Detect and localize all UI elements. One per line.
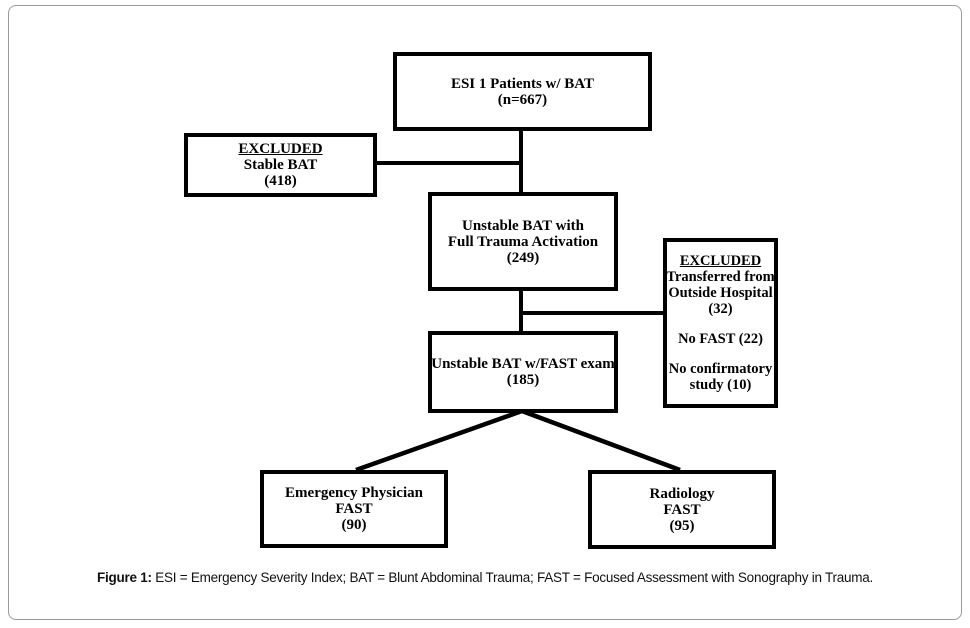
box-text-line: Unstable BAT with — [462, 217, 584, 234]
box-text-line: (32) — [708, 301, 733, 317]
box-text-line: Radiology — [649, 485, 715, 502]
figure-frame — [8, 5, 962, 620]
flowchart-box-excluded-stable: EXCLUDED Stable BAT (418) — [184, 133, 377, 197]
figure-caption-text: ESI = Emergency Severity Index; BAT = Bl… — [155, 570, 874, 585]
box-text-line: Outside Hospital — [668, 285, 773, 301]
box-text-line: (90) — [341, 517, 367, 533]
figure-caption-label: Figure 1: — [96, 570, 152, 585]
flowchart-box-emergency-physician-fast: Emergency Physician FAST (90) — [260, 470, 448, 548]
flowchart-box-radiology-fast: Radiology FAST (95) — [588, 470, 776, 549]
box-text-line: Transferred from — [666, 269, 775, 285]
box-text-line: FAST — [335, 501, 373, 517]
box-text-line: (95) — [669, 517, 695, 534]
figure-caption: Figure 1: ESI = Emergency Severity Index… — [0, 569, 970, 586]
flowchart-box-unstable-activation: Unstable BAT with Full Trauma Activation… — [428, 192, 618, 291]
box-text-line: study (10) — [689, 377, 752, 393]
flowchart-box-unstable-fast-exam: Unstable BAT w/FAST exam (185) — [428, 331, 618, 413]
box-title-excluded: EXCLUDED — [238, 141, 323, 157]
box-text-line: (249) — [506, 249, 540, 266]
flowchart-box-esi-patients: ESI 1 Patients w/ BAT (n=667) — [393, 52, 652, 131]
box-text-line: FAST — [663, 501, 701, 518]
box-text-line: (185) — [506, 372, 540, 388]
box-text-line: Full Trauma Activation — [447, 233, 599, 250]
box-text-line: Unstable BAT w/FAST exam — [431, 356, 615, 372]
box-text-line: (n=667) — [497, 91, 548, 108]
box-text-line: (418) — [264, 173, 297, 189]
box-text-line: No FAST (22) — [678, 331, 763, 347]
box-text-line: No confirmatory — [668, 361, 773, 377]
box-text-line: ESI 1 Patients w/ BAT — [450, 75, 595, 92]
box-title-excluded: EXCLUDED — [679, 253, 762, 269]
flowchart-box-excluded-transfer: EXCLUDED Transferred from Outside Hospit… — [663, 238, 778, 408]
box-text-line: Stable BAT — [243, 157, 318, 173]
box-text-line: Emergency Physician — [285, 485, 423, 501]
